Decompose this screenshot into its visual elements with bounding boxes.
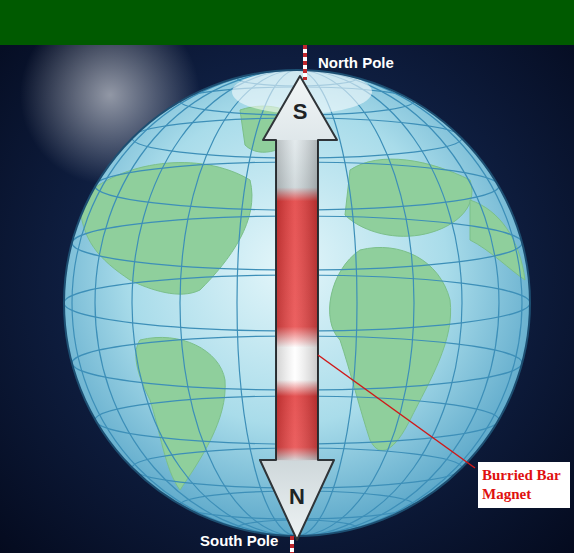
pole-label: North Pole [318, 54, 394, 72]
magnet-pole-letter: S [285, 99, 315, 125]
callout-label: Burried Bar Magnet [482, 466, 566, 504]
magnet-pole-letter: N [282, 484, 312, 510]
pole-label: South Pole [200, 533, 278, 549]
